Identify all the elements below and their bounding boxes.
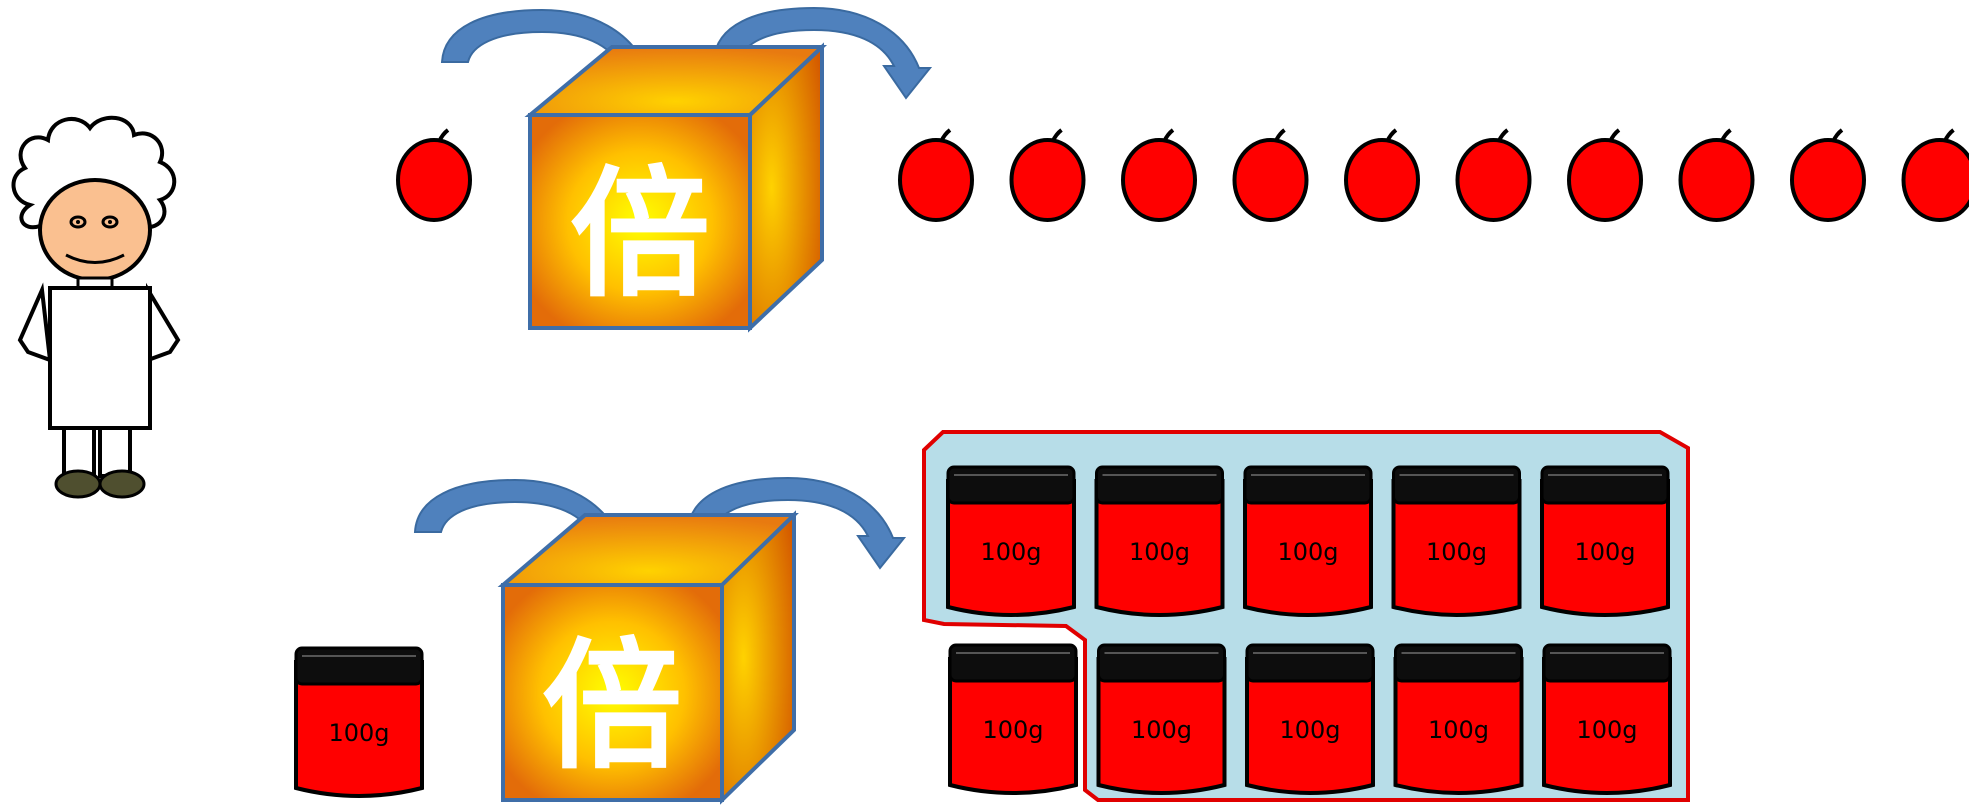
output-jar: 100g [946, 465, 1076, 617]
jar-label: 100g [1428, 716, 1489, 744]
output-jar: 100g [948, 643, 1078, 795]
jar-label: 100g [980, 538, 1041, 566]
output-cherry [1567, 128, 1643, 222]
person-right-arm [146, 282, 181, 363]
person-figure [11, 115, 181, 499]
output-jar: 100g [1391, 465, 1522, 617]
jar-label: 100g [1129, 538, 1190, 566]
jar-label: 100g [982, 716, 1043, 744]
person-face [38, 178, 152, 282]
bottom-output-jars: 100g 100g 100g 100g 100g 100g 100g 100g 100g 100g [946, 465, 1672, 795]
output-cherry [1455, 128, 1532, 222]
jar-label: 100g [1426, 538, 1487, 566]
output-cherry [1790, 128, 1866, 222]
person-left-shoe [54, 469, 102, 499]
output-jar: 100g [1393, 643, 1524, 795]
person-body [48, 286, 152, 430]
top-input-cherry [396, 128, 472, 222]
person-right-leg [98, 426, 132, 478]
output-jar: 100g [1094, 465, 1225, 617]
output-cherry [1901, 128, 1969, 222]
top-box-label: 倍 [570, 154, 710, 317]
top-row: 倍 [396, 7, 1969, 333]
top-output-cherries [898, 128, 1969, 222]
output-cherry [898, 128, 974, 222]
output-jar: 100g [1243, 465, 1373, 617]
jar-label: 100g [1576, 716, 1637, 744]
jar-label: 100g [1277, 538, 1338, 566]
output-cherry [1232, 128, 1309, 222]
bottom-multiply-box: 倍 [497, 510, 799, 805]
jar-label: 100g [1279, 716, 1340, 744]
jar-label: 100g [1574, 538, 1635, 566]
output-jar: 100g [1542, 643, 1672, 795]
person-left-eye [69, 215, 87, 229]
person-left-arm [17, 282, 53, 363]
jar-label: 100g [1131, 716, 1192, 744]
top-multiply-box: 倍 [524, 42, 828, 333]
output-jar: 100g [1096, 643, 1227, 795]
jar-label: 100g [328, 719, 389, 747]
person-smile [65, 253, 125, 264]
output-cherry [1344, 128, 1420, 222]
output-cherry [1009, 128, 1086, 222]
input-jar: 100g [294, 646, 424, 798]
output-jar: 100g [1245, 643, 1375, 795]
output-cherry [1121, 128, 1197, 222]
person-right-shoe [98, 469, 146, 499]
output-jar: 100g [1540, 465, 1670, 617]
person-right-eye [101, 215, 119, 229]
person-left-leg [62, 426, 96, 478]
output-cherry [1678, 128, 1755, 222]
bottom-box-label: 倍 [542, 626, 682, 789]
bottom-input-jar: 100g [294, 646, 424, 798]
